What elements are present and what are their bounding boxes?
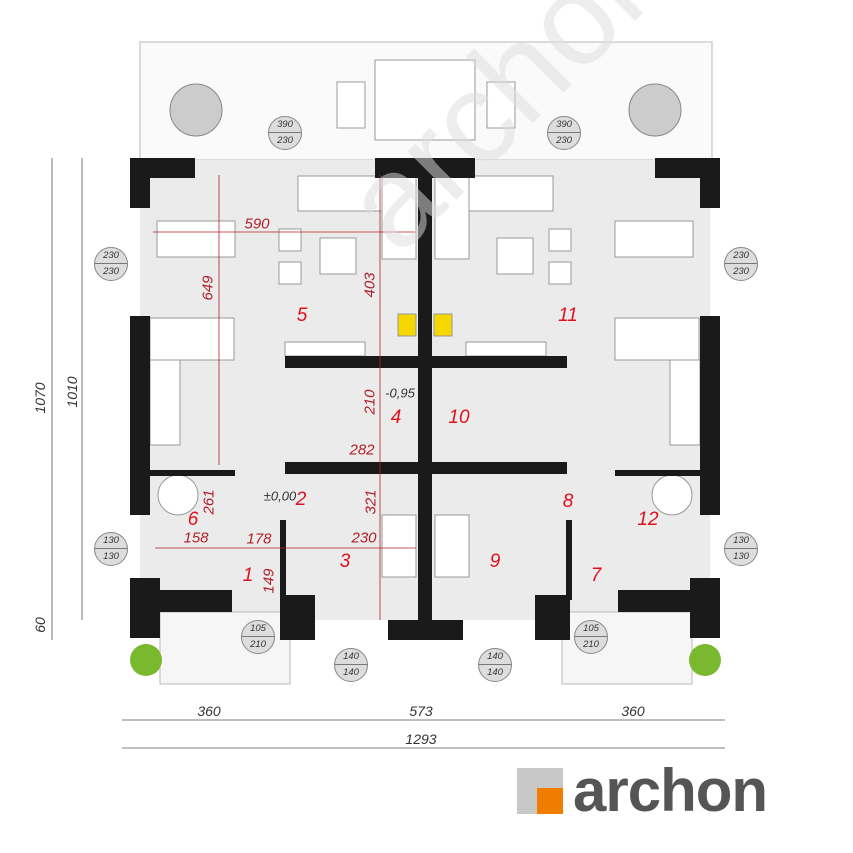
logo-text: archon [573,757,768,824]
dimension: 158 [183,529,209,547]
dimension: 590 [244,215,270,233]
planter [628,83,682,137]
dimension: 403 [361,272,379,298]
dimension: 261 [200,489,218,515]
outer-dimension-lines [51,158,725,749]
dimension: 230 [351,529,377,547]
room-label: 9 [489,551,501,572]
plant [130,644,162,676]
room-label: 3 [339,551,351,572]
room-label: 2 [295,489,307,510]
outer-dimension: 573 [409,703,433,719]
walls [130,158,720,640]
outer-dimension: 360 [197,703,221,719]
stove-icon [397,313,417,337]
level-mark: ±0,00 [263,488,297,504]
dimension: 321 [362,489,380,515]
outer-dimension: 1010 [64,376,80,408]
outer-dimension: 1293 [405,731,437,747]
room-label: 1 [242,565,254,586]
room-label: 4 [390,407,402,428]
room-label: 5 [296,305,308,326]
room-label: 10 [448,407,470,428]
room-label: 12 [637,509,659,530]
dimension: 178 [246,530,272,548]
table [336,81,366,129]
outer-dimension: 1070 [32,382,48,414]
dimension: 282 [349,441,375,459]
lounger [374,59,476,141]
table [486,81,516,129]
room-label: 8 [562,491,574,512]
logo-mark-icon [517,768,563,814]
room-label: 7 [590,565,602,586]
dimension: 649 [199,275,217,301]
planter [169,83,223,137]
room-label: 6 [187,509,199,530]
outer-dimension: 60 [32,617,48,633]
dimension: 149 [260,568,278,594]
stove-icon [433,313,453,337]
dimension-lines [153,175,416,620]
archon-logo: archon [517,757,768,824]
level-mark: -0,95 [385,385,415,401]
outer-dimension: 360 [621,703,645,719]
dimension: 210 [361,389,379,415]
room-label: 11 [558,305,578,326]
plant [689,644,721,676]
